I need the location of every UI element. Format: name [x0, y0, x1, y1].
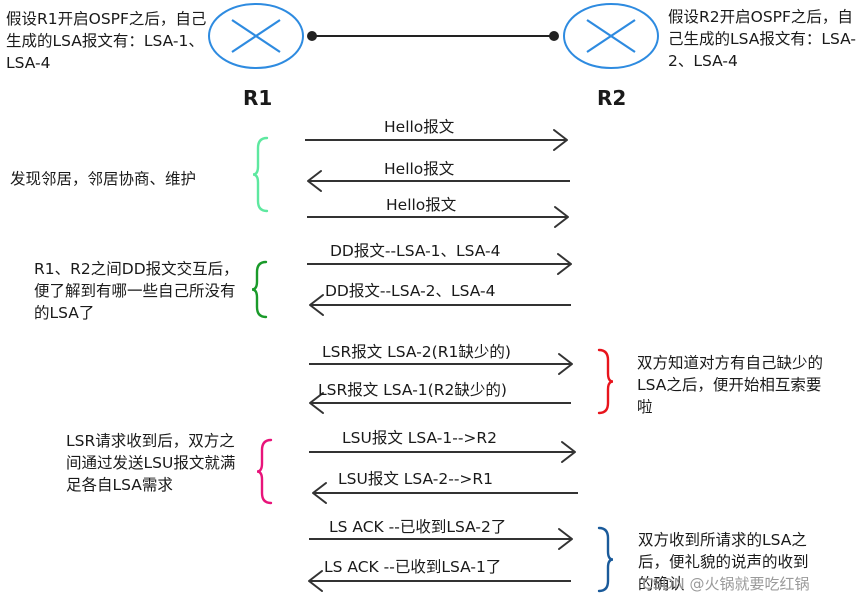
message-arrow-head — [561, 441, 576, 463]
annotation-ack: 双方收到所请求的LSA之后，便礼貌的说声的收到的确认 — [638, 531, 809, 593]
message-label: LSU报文 LSA-2-->R1 — [338, 470, 494, 488]
brace-ack — [597, 526, 614, 593]
annotation-dd: R1、R2之间DD报文交互后，便了解到有哪一些自己所没有的LSA了 — [34, 260, 239, 322]
r2-note: 假设R2开启OSPF之后，自己生成的LSA报文有：LSA-2、LSA-4 — [668, 8, 856, 70]
message-label: Hello报文 — [384, 118, 455, 136]
message-label: DD报文--LSA-1、LSA-4 — [330, 242, 501, 260]
brace-discover — [252, 136, 269, 213]
message-arrow-head — [558, 353, 573, 375]
annotation-lsr: 双方知道对方有自己缺少的LSA之后，便开始相互索要啦 — [637, 354, 824, 416]
watermark: CSDN @火锅就要吃红锅 — [642, 575, 810, 593]
brace-lsu — [256, 438, 273, 505]
message-arrow-head — [554, 206, 569, 228]
message-arrow-head — [309, 392, 324, 414]
message-label: Hello报文 — [384, 160, 455, 178]
annotation-discover: 发现邻居，邻居协商、维护 — [10, 170, 197, 188]
message-label: LSU报文 LSA-1-->R2 — [342, 429, 498, 447]
r1-note: 假设R1开启OSPF之后，自己生成的LSA报文有：LSA-1、LSA-4 — [6, 10, 207, 72]
router-r1-icon-cross — [231, 19, 281, 53]
message-arrow-head — [312, 482, 327, 504]
message-label: LS ACK --已收到LSA-2了 — [329, 518, 507, 536]
message-arrow-head — [307, 170, 322, 192]
message-label: LS ACK --已收到LSA-1了 — [324, 558, 502, 576]
message-label: Hello报文 — [386, 196, 457, 214]
r2-name: R2 — [597, 86, 627, 110]
link-endpoint — [307, 31, 317, 41]
message-arrow-head — [557, 253, 572, 275]
r1-name: R1 — [243, 86, 273, 110]
message-label: DD报文--LSA-2、LSA-4 — [325, 282, 496, 300]
link-endpoint — [549, 31, 559, 41]
message-arrow-head — [308, 570, 323, 592]
brace-dd — [251, 260, 268, 319]
message-arrow-head — [309, 294, 324, 316]
brace-lsr — [597, 348, 614, 415]
message-arrow-head — [553, 129, 568, 151]
message-label: LSR报文 LSA-1(R2缺少的) — [318, 381, 507, 399]
message-label: LSR报文 LSA-2(R1缺少的) — [322, 343, 511, 361]
annotation-lsu: LSR请求收到后，双方之间通过发送LSU报文就满足各自LSA需求 — [66, 432, 236, 494]
message-arrow-head — [558, 528, 573, 550]
router-r2-icon-cross — [586, 19, 636, 53]
